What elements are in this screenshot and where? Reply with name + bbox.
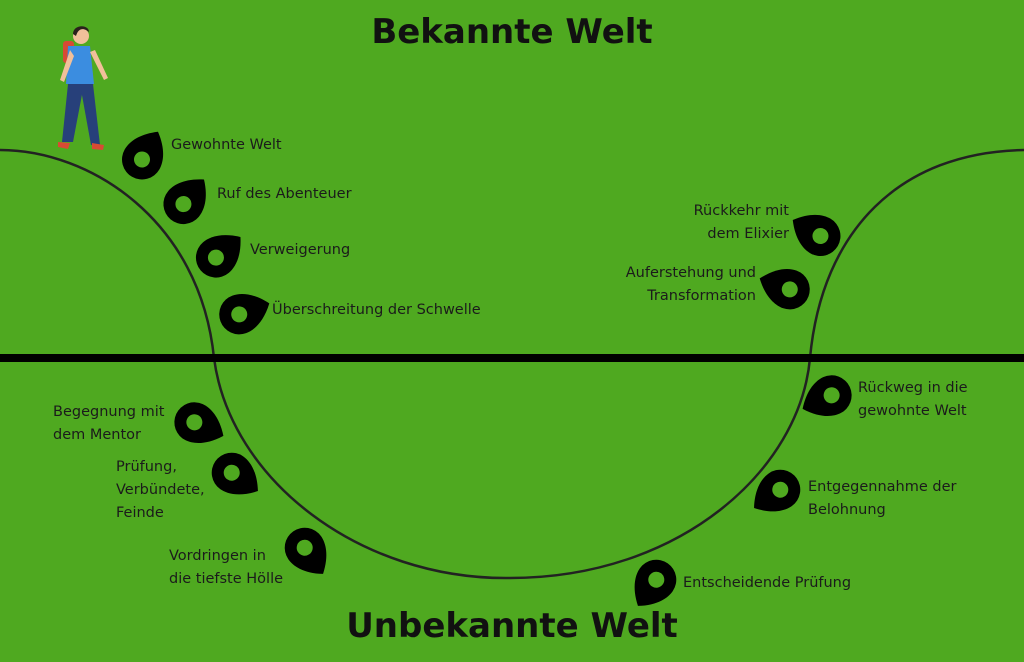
stage-label-line: Verbündete, xyxy=(116,482,205,498)
hiker-figure xyxy=(58,26,108,150)
location-marker-icon xyxy=(211,452,258,495)
stage-label-ruf-des-abenteuer: Ruf des Abenteuer xyxy=(217,183,352,206)
location-marker-icon xyxy=(792,214,841,256)
location-marker-icon xyxy=(163,179,206,225)
stage-label-pruefung: Prüfung, Verbündete, Feinde xyxy=(116,456,205,525)
stage-label-line: Gewohnte Welt xyxy=(171,137,282,153)
stage-label-line: Feinde xyxy=(116,505,164,521)
stage-label-line: Transformation xyxy=(647,288,756,304)
stage-label-line: gewohnte Welt xyxy=(858,403,967,419)
stage-label-line: Rückkehr mit xyxy=(693,203,789,219)
stage-label-line: Überschreitung der Schwelle xyxy=(272,302,481,318)
stage-label-line: dem Mentor xyxy=(53,427,141,443)
location-marker-icon xyxy=(802,375,852,416)
location-marker-icon xyxy=(219,293,270,335)
location-marker-icon xyxy=(754,469,801,512)
location-marker-icon xyxy=(284,527,327,574)
stage-label-entscheidende-pruefung: Entscheidende Prüfung xyxy=(683,572,851,595)
stage-label-line: Ruf des Abenteuer xyxy=(217,186,352,202)
stage-label-line: Auferstehung und xyxy=(625,265,756,281)
stage-label-line: Entgegennahme der xyxy=(808,479,957,495)
stage-label-rueckweg: Rückweg in die gewohnte Welt xyxy=(858,377,968,423)
stage-label-line: Verweigerung xyxy=(250,242,351,258)
location-marker-icon xyxy=(634,559,677,606)
stage-label-line: die tiefste Hölle xyxy=(169,571,284,587)
location-marker-icon xyxy=(195,235,241,278)
title-known-world: Bekannte Welt xyxy=(371,12,653,52)
location-marker-icon xyxy=(759,268,810,310)
stage-label-line: Belohnung xyxy=(808,502,886,518)
stage-label-line: Rückweg in die xyxy=(858,380,968,396)
stage-label-line: Begegnung mit xyxy=(53,404,165,420)
marker-group xyxy=(122,131,852,606)
title-unknown-world: Unbekannte Welt xyxy=(346,606,678,646)
journey-curve xyxy=(0,148,1024,580)
stage-label-verweigerung: Verweigerung xyxy=(250,239,350,262)
stage-label-ueberschreitung: Überschreitung der Schwelle xyxy=(272,299,481,322)
stage-label-line: Prüfung, xyxy=(116,459,177,475)
stage-label-line: Vordringen in xyxy=(169,548,266,564)
stage-label-mentor: Begegnung mit dem Mentor xyxy=(53,401,164,447)
location-marker-icon xyxy=(174,402,224,443)
location-marker-icon xyxy=(122,131,164,180)
stage-label-rueckkehr: Rückkehr mit dem Elixier xyxy=(694,200,789,246)
stage-label-gewohnte-welt: Gewohnte Welt xyxy=(171,134,282,157)
stage-label-vordringen: Vordringen in die tiefste Hölle xyxy=(169,545,283,591)
stage-label-line: dem Elixier xyxy=(707,226,789,242)
stage-label-line: Entscheidende Prüfung xyxy=(683,575,852,591)
